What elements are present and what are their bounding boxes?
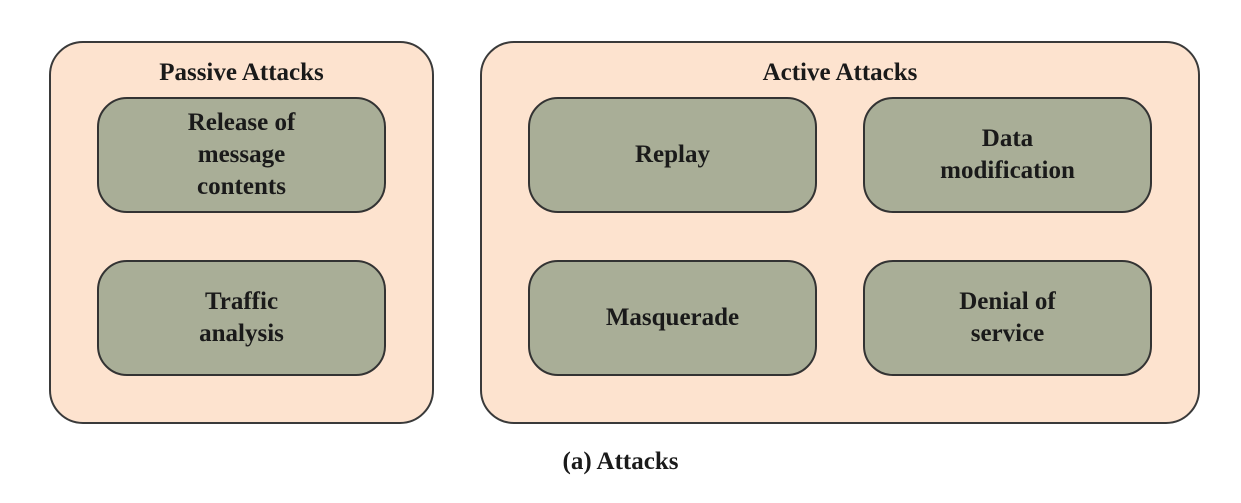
denial-of-service-box: Denial of service <box>863 260 1152 376</box>
replay-box: Replay <box>528 97 817 213</box>
denial-of-service-label: Denial of service <box>959 288 1056 347</box>
traffic-analysis-label: Traffic analysis <box>199 288 284 347</box>
passive-attacks-title: Passive Attacks <box>159 59 324 86</box>
release-of-message-contents-box: Release of message contents <box>97 97 386 213</box>
active-attacks-title: Active Attacks <box>762 59 918 86</box>
release-of-message-contents-label: Release of message contents <box>187 109 296 200</box>
data-modification-box: Data modification <box>863 97 1152 213</box>
figure-caption: (a) Attacks <box>562 448 679 475</box>
masquerade-label: Masquerade <box>605 304 740 331</box>
replay-label: Replay <box>635 141 710 168</box>
passive-attacks-group: Passive Attacks Release of message conte… <box>49 41 434 424</box>
traffic-analysis-box: Traffic analysis <box>97 260 386 376</box>
masquerade-box: Masquerade <box>528 260 817 376</box>
active-attacks-group: Active Attacks Replay Data modification … <box>480 41 1200 424</box>
data-modification-label: Data modification <box>940 125 1075 184</box>
